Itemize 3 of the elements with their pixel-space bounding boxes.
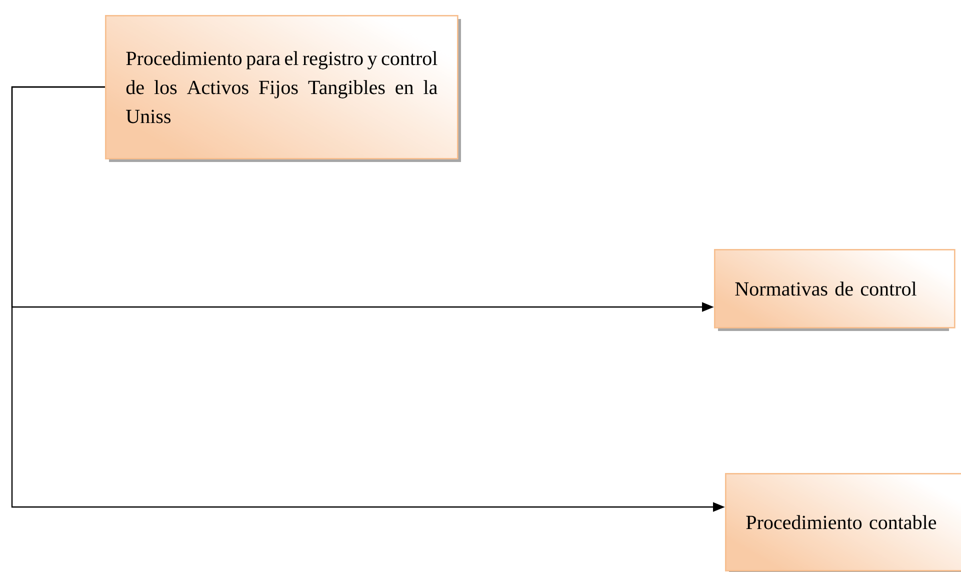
process-box: Procedimiento contable	[725, 473, 961, 572]
process-box: Normativas de control	[714, 249, 956, 331]
process-box: Procedimiento para el registro y control de los Activos Fijos Tangibles en la Uniss	[105, 15, 461, 162]
